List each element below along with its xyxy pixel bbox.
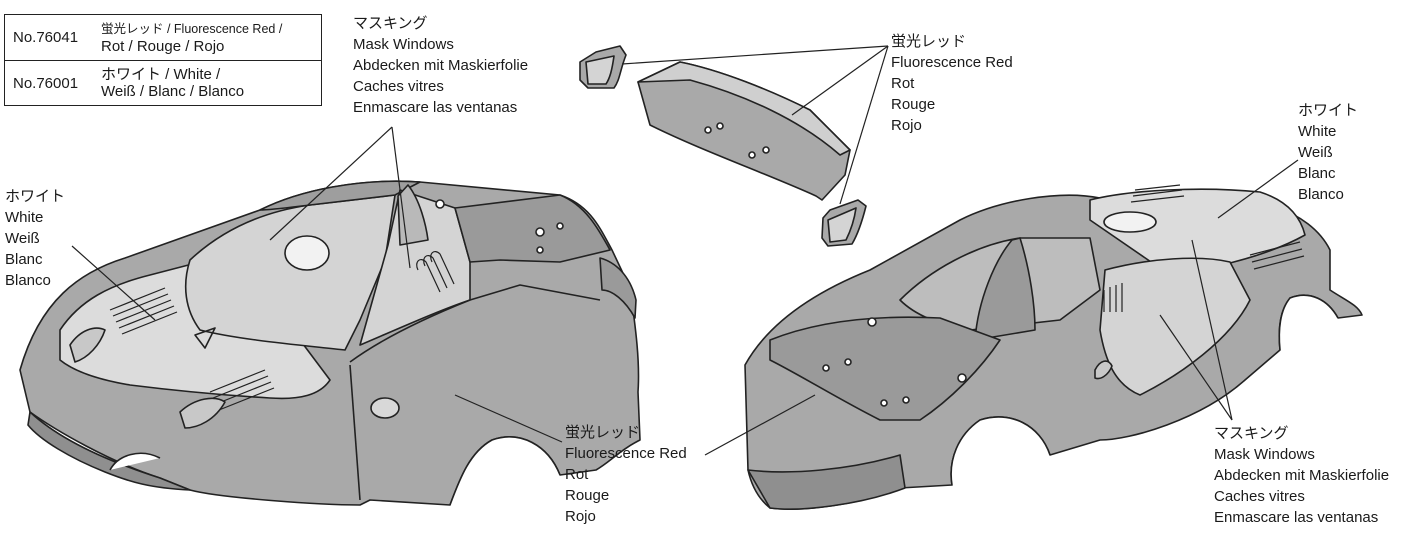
paint-description: 蛍光レッド / Fluorescence Red / Rot / Rouge /… (101, 21, 282, 55)
callout-line: Weiß (5, 230, 40, 247)
callout-line: Blanc (1298, 165, 1336, 182)
paint-row-white: No.76001 ホワイト / White / Weiß / Blanc / B… (5, 60, 321, 105)
callout-line: Caches vitres (353, 78, 444, 95)
callout-line: Rot (565, 466, 589, 483)
paint-code: No.76001 (13, 74, 79, 92)
callout-line: Blanco (5, 272, 51, 289)
right-car-body (744, 184, 1363, 510)
callout-white-right: ホワイト White Weiß Blanc Blanco (1298, 100, 1358, 205)
callout-line: Rouge (891, 96, 936, 113)
hood-vent-icon (109, 287, 178, 335)
paint-desc-line: 蛍光レッド / Fluorescence Red / (101, 21, 283, 36)
callout-red-wing: 蛍光レッド Fluorescence Red Rot Rouge Rojo (891, 31, 1013, 136)
paint-code: No.76041 (13, 29, 79, 46)
callout-line: Rot (891, 75, 915, 92)
callout-line: Rojo (891, 117, 922, 134)
callout-line: Rojo (565, 508, 596, 525)
callout-line: Weiß (1298, 144, 1333, 161)
callout-mask-right: マスキング Mask Windows Abdecken mit Maskierf… (1214, 423, 1389, 528)
callout-line: Abdecken mit Maskierfolie (353, 57, 529, 74)
callout-line: ホワイト (5, 188, 66, 205)
paint-desc-line: Rot / Rouge / Rojo (101, 37, 225, 55)
callout-line: Blanc (5, 251, 43, 268)
callout-line: マスキング (1214, 425, 1289, 442)
callout-line: Fluorescence Red (891, 54, 1013, 71)
wing-endplate-right (821, 199, 867, 247)
leader-lines (71, 45, 1299, 456)
callout-line: マスキング (353, 15, 428, 32)
callout-line: 蛍光レッド (891, 33, 967, 50)
callout-line: 蛍光レッド (565, 424, 641, 441)
callout-line: ホワイト (1298, 102, 1359, 119)
callout-line: Mask Windows (353, 36, 454, 53)
callout-line: Blanco (1298, 186, 1344, 203)
callout-line: Caches vitres (1214, 488, 1305, 505)
callout-line: Enmascare las ventanas (1214, 509, 1379, 526)
left-car-body (19, 180, 641, 506)
wing-endplate-left (579, 45, 627, 89)
paint-desc-line: Weiß / Blanc / Blanco (101, 83, 245, 100)
callout-line: White (1298, 123, 1337, 140)
callout-line: Rouge (565, 487, 610, 504)
paint-row-red: No.76041 蛍光レッド / Fluorescence Red / Rot … (5, 15, 321, 60)
callout-line: Enmascare las ventanas (353, 99, 518, 116)
paint-desc-line: ホワイト / White / (101, 66, 221, 83)
paint-description: ホワイト / White / Weiß / Blanc / Blanco (101, 66, 244, 100)
callout-red-body: 蛍光レッド Fluorescence Red Rot Rouge Rojo (565, 422, 687, 527)
rear-wing (637, 61, 851, 201)
callout-line: White (5, 209, 44, 226)
callout-line: Mask Windows (1214, 446, 1315, 463)
callout-line: Fluorescence Red (565, 445, 687, 462)
callout-white-left: ホワイト White Weiß Blanc Blanco (5, 186, 65, 291)
engine-vent-icon (1130, 184, 1305, 270)
callout-line: Abdecken mit Maskierfolie (1214, 467, 1390, 484)
callout-mask-top: マスキング Mask Windows Abdecken mit Maskierf… (353, 13, 528, 118)
paint-table: No.76041 蛍光レッド / Fluorescence Red / Rot … (4, 14, 322, 106)
